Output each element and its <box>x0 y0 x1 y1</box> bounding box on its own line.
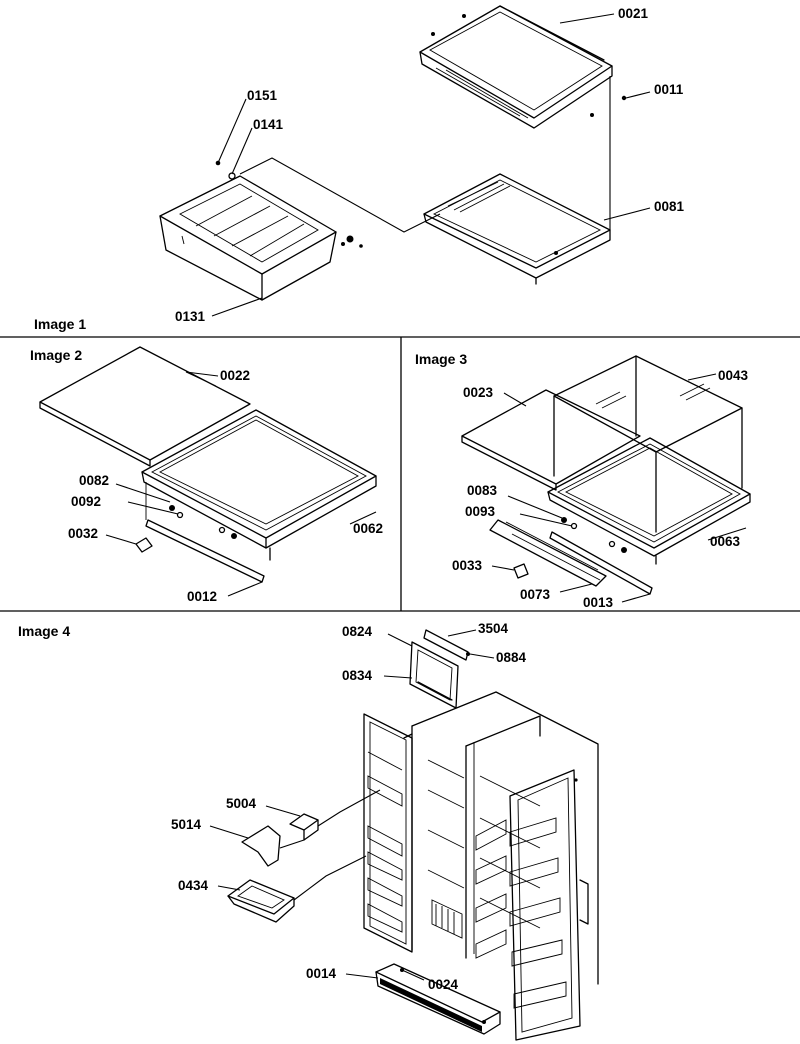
part-label-0062: 0062 <box>353 521 383 536</box>
image-1-panel: Image 1 <box>34 5 685 332</box>
image-4-panel: Image 4 <box>18 621 599 1041</box>
shelf-0081-drawing <box>423 173 611 285</box>
ice-chute-5004-drawing <box>289 813 319 841</box>
part-label-5014: 5014 <box>171 817 202 832</box>
cover-0043-drawing <box>553 355 743 533</box>
part-label-5004: 5004 <box>226 796 257 811</box>
part-label-0131: 0131 <box>175 309 206 324</box>
part-label-0011: 0011 <box>654 82 684 97</box>
part-label-0013: 0013 <box>583 595 614 610</box>
basket-0434-drawing <box>227 879 295 923</box>
part-label-0884: 0884 <box>496 650 527 665</box>
image-3-panel: Image 3 <box>415 351 751 610</box>
part-label-0092: 0092 <box>71 494 101 509</box>
shelf-frame-0063-drawing <box>547 437 751 565</box>
shelf-0021-drawing <box>419 5 627 129</box>
grille-0014-drawing <box>375 963 501 1035</box>
shelf-frame-0062-drawing <box>141 409 377 561</box>
part-label-0824: 0824 <box>342 624 373 639</box>
image-2-title: Image 2 <box>30 347 82 363</box>
crisper-drawer-0131-drawing <box>159 160 363 301</box>
trim-0012-drawing <box>145 519 265 583</box>
glass-0023-drawing <box>461 389 641 491</box>
part-label-0093: 0093 <box>465 504 496 519</box>
trim-0013-drawing <box>549 531 653 595</box>
part-label-0082: 0082 <box>79 473 109 488</box>
part-label-0043: 0043 <box>718 368 749 383</box>
part-label-0024: 0024 <box>428 977 459 992</box>
part-label-0014: 0014 <box>306 966 337 981</box>
part-label-0023: 0023 <box>463 385 494 400</box>
panel-dividers <box>0 336 800 612</box>
part-label-0021: 0021 <box>618 6 649 21</box>
image-3-title: Image 3 <box>415 351 467 367</box>
image-1-title: Image 1 <box>34 316 86 332</box>
part-label-0834: 0834 <box>342 668 373 683</box>
part-label-0141: 0141 <box>253 117 284 132</box>
part-label-0434: 0434 <box>178 878 209 893</box>
part-label-0081: 0081 <box>654 199 685 214</box>
image-4-title: Image 4 <box>18 623 70 639</box>
part-label-0073: 0073 <box>520 587 551 602</box>
part-label-0022: 0022 <box>220 368 250 383</box>
chute-5014-drawing <box>241 825 281 867</box>
image-2-panel: Image 2 0022 0082 <box>30 346 383 604</box>
part-label-0033: 0033 <box>452 558 483 573</box>
part-label-3504: 3504 <box>478 621 509 636</box>
part-label-0151: 0151 <box>247 88 278 103</box>
part-label-0012: 0012 <box>187 589 217 604</box>
part-label-0083: 0083 <box>467 483 498 498</box>
refrigerator-cabinet-drawing <box>363 691 599 1041</box>
dispenser-cover-0834-drawing <box>409 629 470 709</box>
part-label-0032: 0032 <box>68 526 98 541</box>
part-label-0063: 0063 <box>710 534 741 549</box>
trim-0073-drawing <box>489 519 607 587</box>
glass-0022-drawing <box>39 346 251 467</box>
